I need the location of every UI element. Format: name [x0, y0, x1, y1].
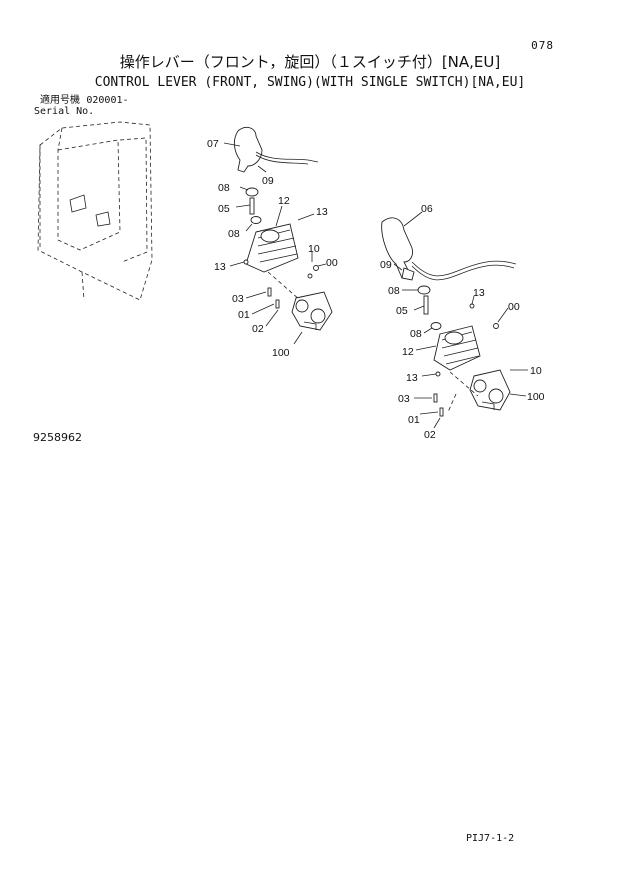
callout-right-100: 100	[527, 391, 545, 403]
callout-right-03: 03	[398, 393, 410, 405]
left-grip	[233, 126, 263, 173]
serial-label-japanese: 適用号機 020001-	[40, 96, 129, 106]
callout-left-07: 07	[207, 138, 219, 150]
title-english: CONTROL LEVER (FRONT, SWING)(WITH SINGLE…	[94, 75, 526, 90]
callout-right-02: 02	[424, 429, 436, 441]
callout-left-08b: 08	[228, 228, 240, 240]
callout-right-05: 05	[396, 305, 408, 317]
callout-left-02: 02	[252, 323, 264, 335]
callout-left-13b: 13	[214, 261, 226, 273]
callout-left-05: 05	[218, 203, 230, 215]
footer-code: PIJ7-1-2	[466, 833, 515, 844]
callout-right-13b: 13	[406, 372, 418, 384]
callout-left-01: 01	[238, 309, 250, 321]
callout-right-13a: 13	[473, 287, 485, 299]
callout-right-12: 12	[402, 346, 414, 358]
callout-right-10: 10	[530, 365, 542, 377]
callout-right-00: 00	[508, 301, 520, 313]
drawing-id: 9258962	[33, 431, 82, 444]
title-japanese: 操作レバー（フロント，旋回）（１スイッチ付）[NA,EU]	[119, 53, 501, 71]
callout-left-09: 09	[262, 175, 274, 187]
callout-left-100: 100	[272, 347, 290, 359]
serial-value: 020001-	[86, 95, 129, 106]
serial-label-jp: 適用号機	[40, 95, 80, 106]
callout-left-08a: 08	[218, 182, 230, 194]
right-grip	[381, 217, 413, 279]
serial-label-english: Serial No.	[34, 106, 95, 117]
callout-right-01: 01	[408, 414, 420, 426]
cab-location-sketch	[37, 121, 153, 301]
callout-left-03: 03	[232, 293, 244, 305]
callout-left-00: 00	[326, 257, 338, 269]
page-number: 078	[531, 39, 554, 52]
right-lever-assembly	[381, 211, 528, 429]
left-boot	[245, 223, 299, 273]
callout-left-10: 10	[308, 243, 320, 255]
callout-left-12: 12	[278, 195, 290, 207]
callout-right-08: 08	[388, 285, 400, 297]
callout-right-06: 06	[421, 203, 433, 215]
callout-right-09: 09	[380, 259, 392, 271]
callout-right-08b: 08	[410, 328, 422, 340]
left-lever-assembly	[223, 126, 333, 345]
callout-left-13a: 13	[316, 206, 328, 218]
